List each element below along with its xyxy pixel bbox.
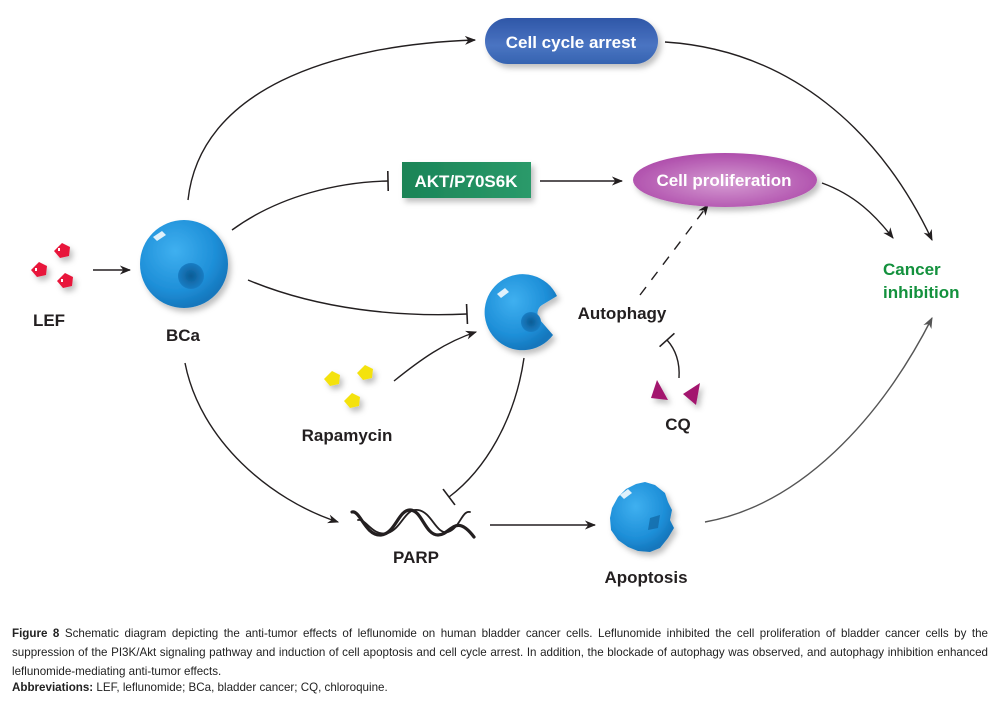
apoptosis-cell-icon <box>610 482 674 552</box>
edge-bca-to-parp <box>184 362 340 524</box>
bca-label: BCa <box>166 326 201 345</box>
cq-label: CQ <box>665 415 691 434</box>
akt-label: AKT/P70S6K <box>415 172 519 191</box>
cell-proliferation-node: Cell proliferation <box>633 153 817 207</box>
lef-molecules-icon <box>31 243 73 288</box>
rapamycin-label: Rapamycin <box>302 426 393 445</box>
edge-bca-inhibits-akt <box>231 170 390 231</box>
caption-text: Schematic diagram depicting the anti-tum… <box>12 627 988 678</box>
edge-cell-proliferation-to-cancer-inhibition <box>821 182 894 239</box>
bca-node: BCa <box>140 220 228 345</box>
rapamycin-node: Rapamycin <box>302 365 393 445</box>
cell-proliferation-label: Cell proliferation <box>656 171 791 190</box>
cell-cycle-arrest-node: Cell cycle arrest <box>485 18 658 64</box>
apoptosis-node: Apoptosis <box>604 482 688 587</box>
parp-node: PARP <box>350 508 476 567</box>
edge-cq-inhibits-autophagy <box>659 332 680 379</box>
apoptosis-label: Apoptosis <box>604 568 687 587</box>
edge-bca-to-cell-cycle-arrest <box>187 35 477 201</box>
rapamycin-molecules-icon <box>324 365 373 408</box>
edges <box>93 35 933 530</box>
cancer-inhibition-node: Cancer inhibition <box>883 260 959 302</box>
cell-cycle-arrest-label: Cell cycle arrest <box>506 33 637 52</box>
edge-autophagy-inhibits-parp <box>442 357 525 506</box>
cancer-inhibition-label-line1: Cancer <box>883 260 941 279</box>
autophagy-label: Autophagy <box>578 304 667 323</box>
bca-cell-icon <box>140 220 228 308</box>
edge-cell-cycle-arrest-to-cancer-inhibition <box>664 41 933 242</box>
cq-node: CQ <box>651 380 700 434</box>
edge-autophagy-to-cell-proliferation <box>639 204 709 296</box>
autophagy-cell-icon <box>484 274 557 351</box>
edge-rapamycin-to-autophagy <box>393 330 478 382</box>
figure-label: Figure 8 <box>12 627 60 640</box>
abbreviations-label: Abbreviations: <box>12 681 94 694</box>
cq-molecules-icon <box>651 380 700 405</box>
edge-apoptosis-to-cancer-inhibition <box>704 317 933 523</box>
autophagy-node: Autophagy <box>484 274 667 351</box>
parp-dna-icon <box>350 508 476 539</box>
edge-bca-inhibits-autophagy <box>247 279 469 325</box>
lef-node: LEF <box>31 243 73 330</box>
abbreviations-text: LEF, leflunomide; BCa, bladder cancer; C… <box>96 681 388 694</box>
pathway-diagram: LEF BCa Cell cycle arrest AKT/P70S6K Cel… <box>31 18 959 587</box>
abbreviations: Abbreviations: LEF, leflunomide; BCa, bl… <box>12 681 388 694</box>
akt-node: AKT/P70S6K <box>402 162 531 198</box>
figure-caption: Figure 8 Schematic diagram depicting the… <box>12 624 988 681</box>
cancer-inhibition-label-line2: inhibition <box>883 283 959 302</box>
lef-label: LEF <box>33 311 65 330</box>
parp-label: PARP <box>393 548 439 567</box>
